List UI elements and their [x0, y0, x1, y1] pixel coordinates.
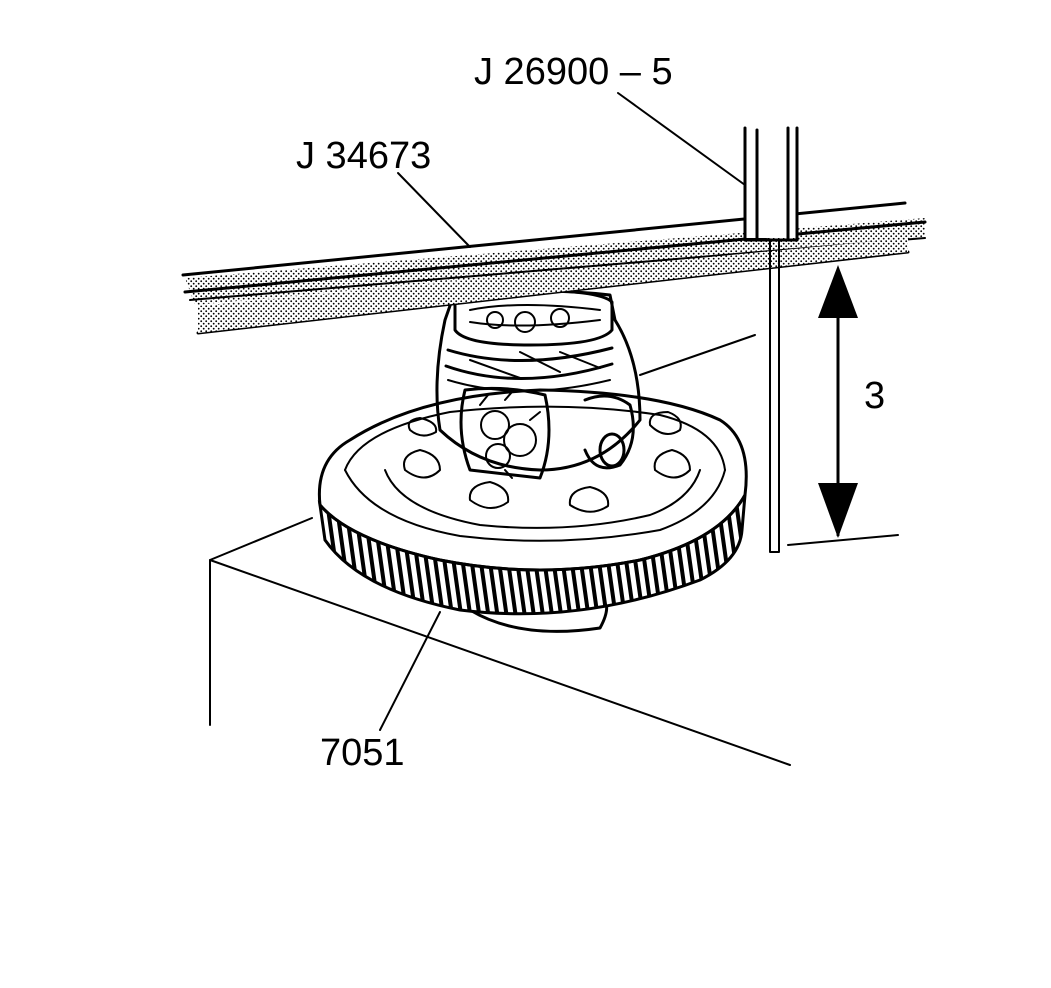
ring-gear-teeth — [317, 494, 747, 616]
leader-lines — [379, 92, 746, 731]
callout-j26900-5: J 26900 – 5 — [474, 51, 673, 93]
arrow-up-icon — [818, 265, 858, 318]
arrow-down-icon — [818, 483, 858, 538]
callout-j34673: J 34673 — [296, 135, 431, 177]
tool-bar-j34673 — [181, 201, 927, 335]
surface-plate — [209, 517, 791, 766]
extension-lines — [639, 334, 899, 546]
callout-part-7051: 7051 — [320, 732, 405, 774]
depth-gauge-j26900-5 — [743, 126, 799, 553]
dimension-arrow — [818, 265, 858, 538]
differential-case — [317, 288, 748, 633]
callout-dimension-3: 3 — [864, 375, 885, 417]
